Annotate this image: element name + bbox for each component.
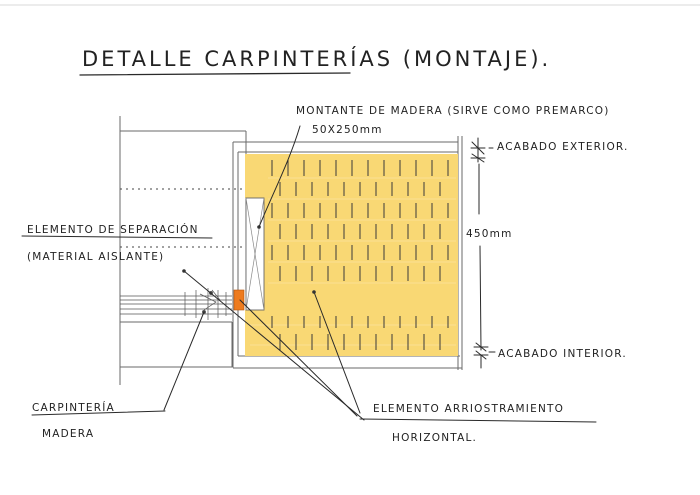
label-acabado-interior: ACABADO INTERIOR. <box>498 348 627 360</box>
window-frame <box>120 288 232 320</box>
label-acabado-exterior: ACABADO EXTERIOR. <box>497 141 629 153</box>
insulator-block <box>233 289 245 311</box>
dimension-marks <box>470 137 496 369</box>
label-montante-size: 50X250mm <box>312 124 383 136</box>
drawing-title: DETALLE CARPINTERÍAS (MONTAJE). <box>82 46 551 71</box>
label-carpinteria-madera: MADERA <box>42 428 94 440</box>
label-separacion: ELEMENTO DE SEPARACIÓN <box>27 223 199 236</box>
label-arriostramiento: ELEMENTO ARRIOSTRAMIENTO <box>373 403 564 415</box>
leader-lines <box>21 125 597 423</box>
label-carpinteria: CARPINTERÍA <box>32 401 115 414</box>
label-arriostramiento-horizontal: HORIZONTAL. <box>392 432 477 444</box>
wooden-stud <box>245 197 265 311</box>
label-dimension: 450mm <box>466 228 513 240</box>
label-separacion-material: (MATERIAL AISLANTE) <box>27 251 164 263</box>
insulation-fill <box>245 154 458 356</box>
title-underline <box>79 72 351 76</box>
label-montante: MONTANTE DE MADERA (SIRVE COMO PREMARCO) <box>296 105 610 117</box>
